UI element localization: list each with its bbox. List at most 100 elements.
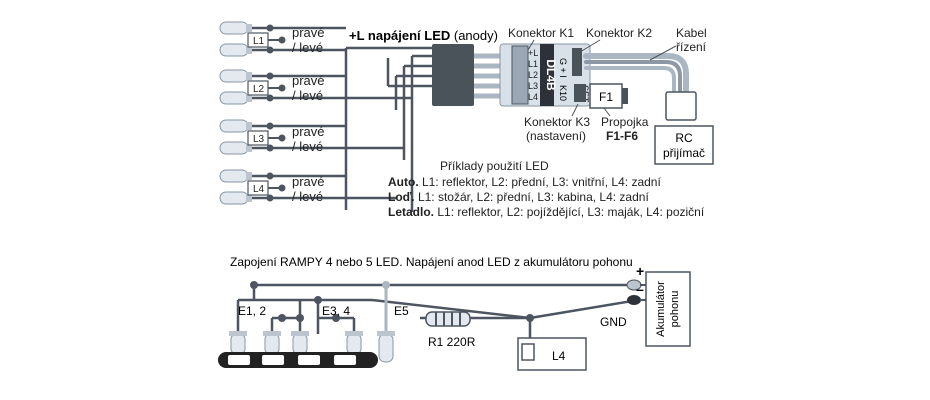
label-e34: E3, 4: [322, 304, 350, 318]
junction-dots: [250, 281, 534, 322]
plus-sign: +: [636, 263, 644, 279]
example-text: L1: reflektor, L2: pojíždějící, L3: majá…: [434, 205, 705, 219]
pin-label: +L: [528, 48, 538, 58]
fuse-label: F1: [599, 90, 613, 104]
label-e5: E5: [394, 304, 409, 318]
led-icon: [219, 141, 252, 155]
bus-wires: [344, 46, 432, 212]
group-label: L3: [253, 134, 265, 145]
group-4-side-top: pravé: [292, 174, 325, 189]
dl4b-module: DL4B +L L1 L2 L3 L4 G + I K10 SET: [499, 43, 591, 107]
module-pins: +L L1 L2 L3 L4: [528, 48, 538, 102]
module-name: DL4B: [544, 59, 558, 91]
junction-dot: [266, 172, 274, 180]
group-1-side-top: pravé: [292, 25, 325, 40]
examples-title: Příklady použití LED: [440, 159, 549, 173]
minus-sign: –: [636, 281, 644, 297]
junction-dot: [266, 24, 274, 32]
ramp-windows: [228, 355, 356, 365]
rc-line1: RC: [675, 131, 693, 145]
control-cable: [583, 53, 689, 99]
junction-dot: [266, 122, 274, 130]
gnd-label: GND: [600, 315, 627, 329]
led-icon: [263, 331, 281, 355]
example-bold: Loď.: [388, 190, 415, 204]
group-3-side-bottom: / levé: [292, 139, 323, 154]
group-label: L1: [253, 36, 265, 47]
example-text: L1: reflektor, L2: přední, L3: vnitřní, …: [419, 175, 662, 189]
example-line: Auto. L1: reflektor, L2: přední, L3: vni…: [388, 175, 661, 189]
group-1-side-bottom: / levé: [292, 40, 323, 55]
jumper-line2: F1-F6: [606, 129, 638, 143]
resistor-label: R1 220R: [428, 335, 476, 349]
battery-line2: pohonu: [669, 291, 681, 328]
junction-dot: [278, 184, 286, 192]
connector-k1-label: Konektor K1: [508, 26, 574, 40]
resistor-icon: [425, 311, 471, 327]
battery-icon: [645, 271, 691, 347]
led-icon: [219, 43, 252, 57]
example-line: Letadlo. L1: reflektor, L2: pojíždějící,…: [388, 205, 705, 219]
jumper-tab: [622, 88, 628, 104]
example-bold: Letadlo.: [388, 205, 434, 219]
led-group: L3: [219, 119, 404, 155]
junction-dot: [278, 84, 286, 92]
junction-dot: [266, 94, 274, 102]
led-icon: [229, 331, 247, 355]
group-2-side-top: pravé: [292, 73, 325, 88]
rc-line2: přijímač: [663, 146, 705, 160]
connector-k2-label: Konektor K2: [586, 26, 652, 40]
connector-k3-line1: Konektor K3: [524, 115, 590, 129]
connector-block-icon: [432, 44, 474, 106]
rc-receiver-icon: [654, 125, 714, 165]
led-group: L2: [219, 69, 412, 105]
led-group: L4: [219, 169, 396, 205]
junction-dot: [278, 134, 286, 142]
junction-dot-light: [382, 281, 390, 289]
cable-line1: Kabel: [676, 26, 707, 40]
battery-connector: [626, 279, 646, 305]
group-3-side-top: pravé: [292, 124, 325, 139]
leader-lines: [527, 39, 677, 117]
module-labels: Konektor K1 Konektor K2 Kabel řízení Kon…: [508, 26, 707, 143]
led-icon: [219, 119, 252, 133]
bottom-leds: [229, 331, 395, 363]
pin-label: L4: [528, 92, 538, 102]
cable-line2: řízení: [676, 40, 707, 54]
connector-k2-socket: [572, 48, 582, 76]
examples: Příklady použití LED Auto. L1: reflektor…: [388, 159, 705, 219]
led-icon: [219, 21, 252, 35]
led-icon: [219, 91, 252, 105]
junction-dot: [278, 36, 286, 44]
led-icon: [291, 331, 309, 355]
led-icon: [219, 169, 252, 183]
group-side-labels: pravé / levé pravé / levé pravé / levé p…: [292, 25, 325, 204]
pin-label: L3: [528, 81, 538, 91]
led-icon: [219, 69, 252, 83]
bottom-caption: Zapojení RAMPY 4 nebo 5 LED. Napájení an…: [230, 255, 633, 269]
module-side-top: G + I: [558, 58, 568, 78]
module-k10: K10: [558, 85, 568, 101]
led-group: L1: [219, 21, 346, 57]
junction-dot: [266, 46, 274, 54]
group-label: L4: [253, 184, 265, 195]
pin-label: L1: [528, 59, 538, 69]
power-label-rest: (anody): [450, 28, 498, 43]
junction-dot: [266, 144, 274, 152]
jumper-line1: Propojka: [601, 115, 649, 129]
connector-k3-socket: [574, 84, 586, 102]
led-icon: [377, 331, 395, 363]
l4-label: L4: [552, 349, 566, 363]
power-label-bold: +L napájení LED: [349, 28, 450, 43]
power-label: +L napájení LED (anody): [349, 28, 498, 43]
group-label: L2: [253, 84, 265, 95]
l4-pin: [521, 343, 535, 361]
group-2-side-bottom: / levé: [292, 88, 323, 103]
example-line: Loď. L1: stožár, L2: přední, L3: kabina,…: [388, 190, 649, 204]
label-e12: E1, 2: [238, 304, 266, 318]
junction-dot: [266, 72, 274, 80]
example-bold: Auto.: [388, 175, 419, 189]
battery-line1: Akumulátor: [655, 281, 667, 337]
